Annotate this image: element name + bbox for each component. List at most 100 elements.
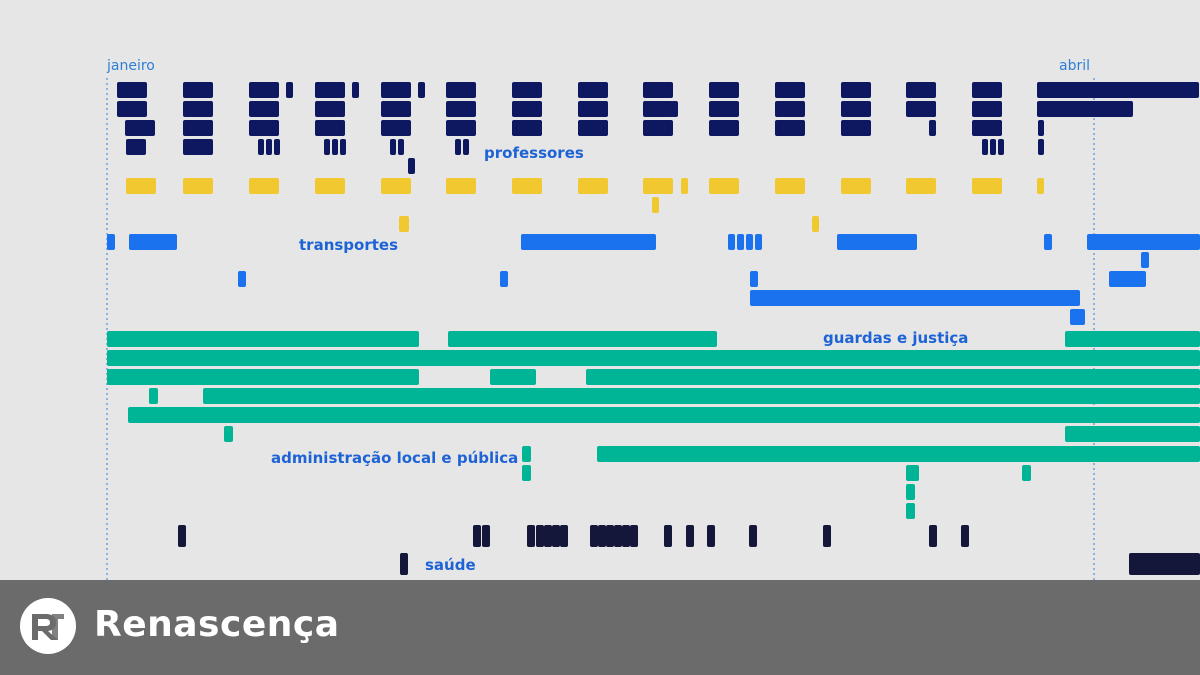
professores-bar [390, 139, 396, 155]
yellow-bar [841, 178, 871, 194]
professores-bar [982, 139, 988, 155]
brand-name: Renascença [94, 604, 340, 645]
professores-bar [512, 82, 542, 98]
transportes-bar [750, 290, 1080, 306]
professores-bar [381, 120, 411, 136]
guardas-administracao-bar [1022, 465, 1031, 481]
professores-bar [455, 139, 461, 155]
professores-bar [775, 82, 805, 98]
professores-bar [381, 101, 411, 117]
transportes-bar [129, 234, 177, 250]
professores-bar [775, 101, 805, 117]
professores-bar [906, 82, 936, 98]
saude-bar [527, 525, 535, 547]
professores-bar [446, 82, 476, 98]
saude-bar [482, 525, 490, 547]
saude-bar [552, 525, 560, 547]
professores-bar [183, 82, 213, 98]
professores-bar [249, 82, 279, 98]
saude-bar [686, 525, 694, 547]
saude-bar [622, 525, 630, 547]
professores-bar [274, 139, 280, 155]
saude-bar [749, 525, 757, 547]
guardas-administracao-bar [597, 446, 1200, 462]
professores-bar [841, 101, 871, 117]
saude-bar [590, 525, 598, 547]
guardas-administracao-bar [522, 465, 531, 481]
professores-bar [775, 120, 805, 136]
guardas-administracao-bar [203, 388, 1200, 404]
professores-bar [117, 101, 147, 117]
saude-bar [707, 525, 715, 547]
professores-bar [125, 120, 155, 136]
professores-bar [578, 82, 608, 98]
professores-bar [408, 158, 415, 174]
professores-bar [709, 82, 739, 98]
professores-bar [352, 82, 359, 98]
saude-bar [929, 525, 937, 547]
yellow-bar [972, 178, 1002, 194]
professores-bar [324, 139, 330, 155]
professores-bar [929, 120, 936, 136]
series-label-guardas-e-justica: guardas e justiça [823, 329, 968, 347]
professores-bar [381, 82, 411, 98]
professores-bar [929, 101, 936, 117]
saude-bar [560, 525, 568, 547]
series-label-administracao: administração local e pública [271, 449, 518, 467]
professores-bar [183, 101, 213, 117]
yellow-bar [126, 178, 156, 194]
saude-bar [598, 525, 606, 547]
professores-bar [671, 101, 678, 117]
saude-bar [664, 525, 672, 547]
transportes-bar [521, 234, 656, 250]
yellow-bar [381, 178, 411, 194]
guardas-administracao-bar [128, 407, 1200, 423]
yellow-bar [709, 178, 739, 194]
professores-bar [315, 120, 345, 136]
professores-bar [578, 120, 608, 136]
renascenca-logo-icon [20, 598, 76, 654]
professores-bar [578, 101, 608, 117]
yellow-bar [681, 178, 688, 194]
professores-bar [183, 120, 213, 136]
professores-bar [1037, 82, 1199, 98]
transportes-bar [837, 234, 917, 250]
transportes-bar [755, 234, 762, 250]
professores-bar [266, 139, 272, 155]
professores-bar [972, 120, 1002, 136]
month-label-janeiro: janeiro [106, 58, 155, 74]
guardas-administracao-bar [906, 465, 919, 481]
professores-bar [315, 101, 345, 117]
guardas-administracao-bar [107, 369, 419, 385]
guardas-administracao-bar [906, 484, 915, 500]
transportes-bar [728, 234, 735, 250]
yellow-bar [315, 178, 345, 194]
saude-bar [823, 525, 831, 547]
professores-bar [340, 139, 346, 155]
guardas-administracao-bar [448, 331, 717, 347]
transportes-bar [238, 271, 246, 287]
yellow-bar [812, 216, 819, 232]
yellow-bar [775, 178, 805, 194]
guardas-administracao-bar [107, 350, 1200, 366]
professores-bar [998, 139, 1004, 155]
guardas-administracao-bar [224, 426, 233, 442]
yellow-bar [183, 178, 213, 194]
professores-bar [990, 139, 996, 155]
professores-bar [906, 101, 936, 117]
transportes-bar [746, 234, 753, 250]
professores-bar [126, 139, 146, 155]
saude-bar [606, 525, 614, 547]
series-label-professores: professores [484, 144, 584, 162]
professores-bar [463, 139, 469, 155]
professores-bar [249, 120, 279, 136]
professores-bar [286, 82, 293, 98]
professores-bar [183, 139, 213, 155]
transportes-bar [1109, 271, 1146, 287]
professores-bar [512, 120, 542, 136]
professores-bar [117, 82, 147, 98]
professores-bar [332, 139, 338, 155]
yellow-bar [446, 178, 476, 194]
guardas-administracao-bar [490, 369, 536, 385]
